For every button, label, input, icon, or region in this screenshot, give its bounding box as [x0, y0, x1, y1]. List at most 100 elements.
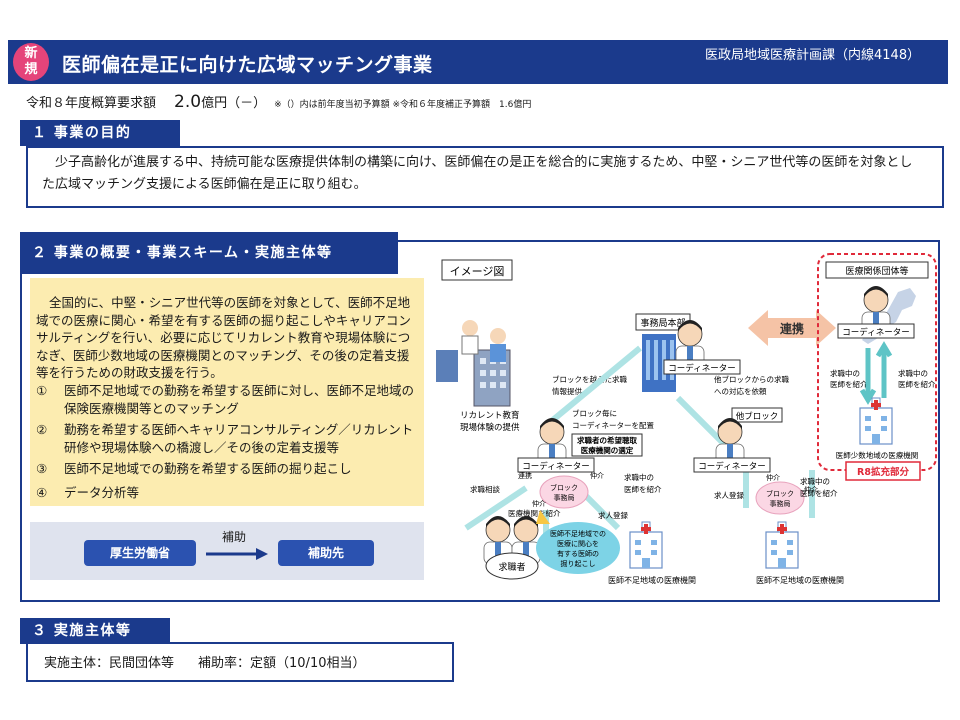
hospital-few-label: 医師少数地域の医療機関	[836, 450, 919, 460]
overview-item: ② 勤務を希望する医師へキャリアコンサルティング／リカレント研修や現場体験への橋渡…	[36, 421, 424, 456]
overview-item: ① 医師不足地域での勤務を希望する医師に対し、医師不足地域の保険医療機関等とのマッ…	[36, 382, 424, 417]
other-block-box	[731, 407, 783, 423]
assign-label-2: コーディネーターを配置	[572, 420, 654, 430]
section2-heading: ２ 事業の概要・事業スキーム・実施主体等	[20, 232, 398, 274]
section1-box	[26, 146, 944, 208]
medical-org-box	[825, 261, 929, 279]
medical-org-label: 医療関係団体等	[845, 265, 908, 277]
introduce-job-left: 求職中の	[624, 472, 654, 482]
department-label: 医政局地域医療計画課（内線4148）	[705, 48, 921, 63]
dig-up-bubble	[536, 522, 620, 574]
bubble-line-1: 医師不足地域での	[550, 529, 606, 538]
coordinator-box-other	[693, 457, 771, 473]
hospital-shortage-left: 医師不足地域の医療機関	[608, 575, 696, 585]
overview-intro: 全国的に、中堅・シニア世代等の医師を対象として、医師不足地域での医療に関心・希望…	[36, 295, 411, 380]
section2-box	[20, 240, 940, 602]
shortage-hospital-icon-right	[765, 521, 799, 569]
coordinator-box-org	[837, 323, 915, 339]
other-request-label-2: への対応を依頼	[714, 386, 767, 396]
implementing-entity: 実施主体：民間団体等	[44, 656, 175, 671]
recurrent-label: リカレント教育	[460, 410, 520, 421]
chukai-left-2: 仲介	[532, 499, 546, 508]
introduce-job-right: 求職中の	[800, 476, 830, 486]
hearing-label-2: 医療機関の選定	[581, 445, 634, 455]
item-number: ①	[36, 383, 48, 398]
budget-note: ※（）内は前年度当初予算額 ※令和６年度補正予算額 1.6億円	[274, 100, 532, 110]
org-introduce-doc-2: 医師を紹介	[898, 379, 936, 389]
page-title: 医師偏在是正に向けた広域マッチング事業	[62, 54, 433, 76]
block-office-right	[755, 481, 805, 515]
recipient-label: 補助先	[278, 540, 374, 566]
item-number: ④	[36, 485, 48, 500]
item-text: データ分析等	[64, 485, 140, 500]
section3-heading: ３ 実施主体等	[20, 618, 170, 644]
org-introduce-doc: 医師を紹介	[830, 379, 868, 389]
coordinator-label: コーディネーター	[668, 363, 735, 374]
hq-label: 事務局本部	[640, 317, 685, 329]
item-text: 医師不足地域での勤務を希望する医師に対し、医師不足地域の保険医療機関等とのマッチ…	[64, 383, 415, 416]
org-introduce-job-2: 求職中の	[898, 368, 928, 378]
budget-line: 令和８年度概算要求額 2.0億円（－） ※（）内は前年度当初予算額 ※令和６年度補正…	[26, 92, 531, 112]
scheme-diagram: イメージ図 リカレント教育 現場体験の提供 事務局本部 コーディネーター 連携 …	[436, 253, 937, 585]
title-bar	[8, 40, 948, 84]
introduce-doc-right: 医師を紹介	[800, 488, 838, 498]
overview-panel	[30, 278, 424, 506]
introduce-doc-left: 医師を紹介	[624, 484, 662, 494]
budget-unit: 億円（－）	[201, 96, 267, 111]
chukai-left: 仲介	[590, 471, 604, 480]
mhlw-label: 厚生労働省	[84, 540, 196, 566]
block-office-label-4: 事務局	[770, 499, 791, 508]
coordinator-label: コーディネーター	[522, 461, 589, 472]
budget-amount: 2.0	[174, 92, 202, 112]
section3-text: 実施主体：民間団体等 補助率：定額（10/10相当）	[44, 652, 365, 671]
hearing-label-1: 求職者の希望聴取	[577, 435, 637, 445]
r8-label: R8拡充部分	[857, 466, 909, 478]
r8-badge	[845, 461, 921, 481]
shokai-label: 医療機関を紹介	[508, 508, 561, 518]
section1-heading: １ 事業の目的	[20, 120, 180, 146]
renraku-label: 連携	[518, 471, 532, 480]
subsidy-rate: 補助率：定額（10/10相当）	[198, 656, 366, 671]
bubble-line-2: 医療に関心を	[557, 539, 599, 548]
coordinator-box-block	[517, 457, 595, 473]
assign-label-1: ブロック毎に	[572, 408, 617, 418]
item-text: 医師不足地域での勤務を希望する医師の掘り起こし	[64, 461, 352, 476]
bubble-line-3: 有する医師の	[557, 549, 599, 558]
r8-expansion-region	[817, 253, 937, 471]
block-office-label-2: 事務局	[554, 493, 575, 502]
coordinator-label: コーディネーター	[842, 327, 909, 338]
block-info-label-2: 情報提供	[552, 386, 582, 396]
coordinator-label: コーディネーター	[698, 461, 765, 472]
bubble-line-4: 掘り起こし	[561, 559, 596, 568]
section3-box	[26, 642, 454, 682]
chukai-right: 仲介	[804, 485, 818, 494]
budget-label: 令和８年度概算要求額	[26, 96, 157, 111]
kyujin-right: 求人登録	[714, 490, 744, 500]
section1-text: 少子高齢化が進展する中、持続可能な医療提供体制の構築に向け、医師偏在の是正を総合…	[42, 155, 913, 192]
image-label-box	[441, 259, 513, 281]
block-info-label-1: ブロックを越えた求職	[552, 374, 627, 384]
applicant-label: 求職者	[498, 561, 525, 573]
kyushoku-soudan-label: 求職相談	[470, 484, 500, 494]
shortage-hospital-icon-left	[629, 521, 663, 569]
renkei-arrow-icon	[748, 310, 836, 346]
other-block-label: 他ブロック	[736, 411, 779, 422]
org-introduce-job: 求職中の	[830, 368, 860, 378]
overview-item: ④ データ分析等	[36, 484, 424, 502]
item-text: 勤務を希望する医師へキャリアコンサルティング／リカレント研修や現場体験への橋渡し…	[64, 422, 414, 455]
kyujin-left: 求人登録	[598, 510, 628, 520]
other-request-label-1: 他ブロックからの求職	[714, 374, 789, 384]
field-experience-label: 現場体験の提供	[460, 422, 520, 433]
image-label: イメージ図	[450, 265, 505, 278]
new-badge: 新 規	[13, 43, 49, 81]
item-number: ③	[36, 461, 48, 476]
coordinator-box-hq	[663, 359, 741, 375]
item-number: ②	[36, 422, 48, 437]
block-office-label-3: ブロック	[766, 489, 794, 498]
overview-item: ③ 医師不足地域での勤務を希望する医師の掘り起こし	[36, 460, 424, 478]
subsidy-label: 補助	[222, 530, 247, 544]
org-hospital-icon	[859, 397, 893, 445]
hearing-box	[571, 433, 643, 457]
chukai-right-2: 仲介	[766, 473, 780, 482]
block-office-left	[539, 475, 589, 509]
